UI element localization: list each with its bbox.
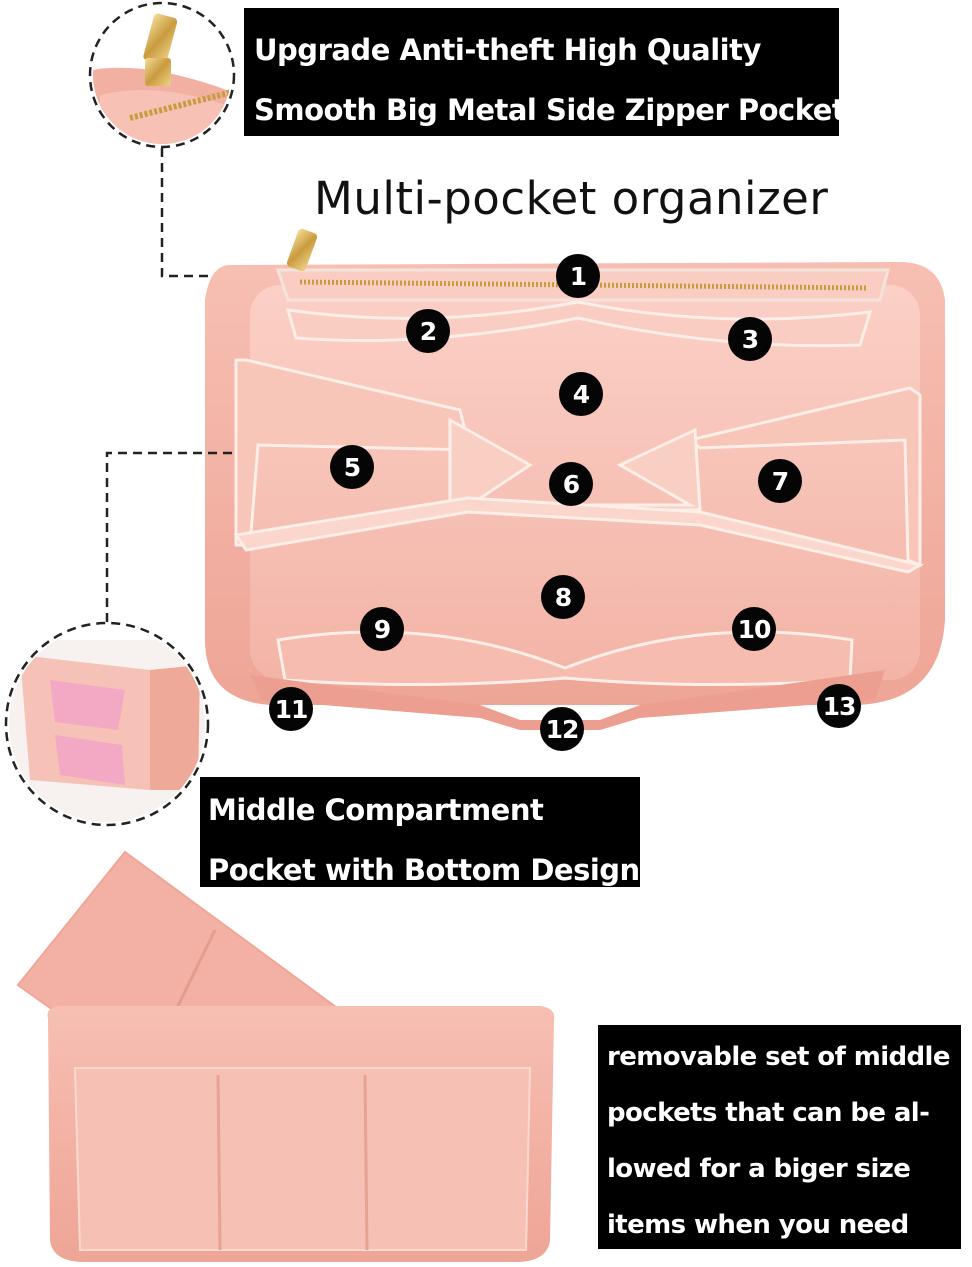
zipper-connector-line: [160, 148, 296, 278]
pocket-number-marker: 8: [541, 575, 585, 619]
pocket-number-marker: 13: [817, 684, 861, 728]
callout-line: Upgrade Anti-theft High Quality: [254, 33, 761, 67]
pocket-number-marker: 11: [269, 687, 313, 731]
callout-line: removable set of middle: [607, 1042, 951, 1072]
zipper-detail-inset: [88, 1, 236, 149]
pocket-number-marker: 12: [540, 707, 584, 751]
pocket-number-marker: 9: [360, 607, 404, 651]
pocket-number-marker: 7: [758, 459, 802, 503]
pocket-number-marker: 3: [728, 317, 772, 361]
pocket-number-marker: 10: [732, 607, 776, 651]
pocket-number-marker: 5: [330, 445, 374, 489]
page-title: Multi-pocket organizer: [314, 172, 829, 225]
pocket-number-marker: 1: [556, 254, 600, 298]
removable-pocket-set: [16, 850, 555, 1262]
pocket-number-marker: 4: [559, 372, 603, 416]
removable-pockets-callout: removable set of middle pockets that can…: [598, 1025, 961, 1249]
callout-line: items when you need: [607, 1210, 909, 1240]
pocket-number-marker: 6: [549, 462, 593, 506]
callout-line: Smooth Big Metal Side Zipper Pocket: [254, 93, 846, 127]
middle-connector-line: [105, 451, 236, 622]
middle-compartment-inset: [4, 621, 210, 827]
middle-compartment-callout: Middle Compartment Pocket with Bottom De…: [200, 777, 640, 887]
zipper-pocket-callout: Upgrade Anti-theft High Quality Smooth B…: [244, 8, 846, 136]
callout-line: lowed for a biger size: [607, 1154, 911, 1184]
pocket-number-marker: 2: [406, 309, 450, 353]
callout-line: Middle Compartment: [208, 793, 544, 827]
callout-line: pockets that can be al-: [607, 1098, 930, 1128]
callout-line: Pocket with Bottom Design: [208, 853, 640, 887]
